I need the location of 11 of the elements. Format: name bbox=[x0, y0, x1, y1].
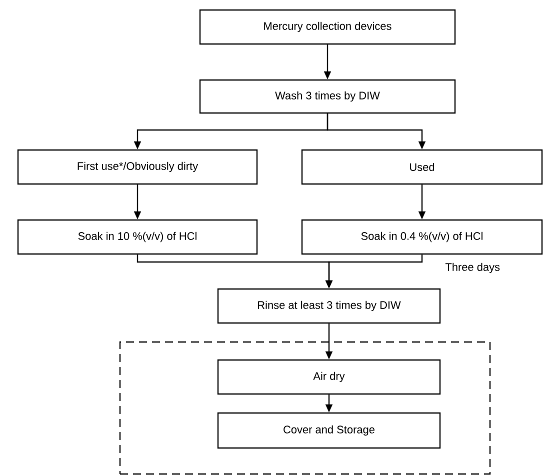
process-box: Used bbox=[301, 149, 543, 185]
process-box: Rinse at least 3 times by DIW bbox=[217, 288, 441, 324]
edge-label: Three days bbox=[445, 262, 500, 274]
process-box: Air dry bbox=[217, 359, 441, 395]
process-box: Soak in 10 %(v/v) of HCl bbox=[17, 219, 258, 255]
process-box: Mercury collection devices bbox=[199, 9, 456, 45]
process-box: Wash 3 times by DIW bbox=[199, 79, 456, 114]
process-box: Soak in 0.4 %(v/v) of HCl bbox=[301, 219, 543, 255]
process-box: First use*/Obviously dirty bbox=[17, 149, 258, 185]
process-box: Cover and Storage bbox=[217, 412, 441, 449]
dashed-frame bbox=[119, 341, 491, 475]
